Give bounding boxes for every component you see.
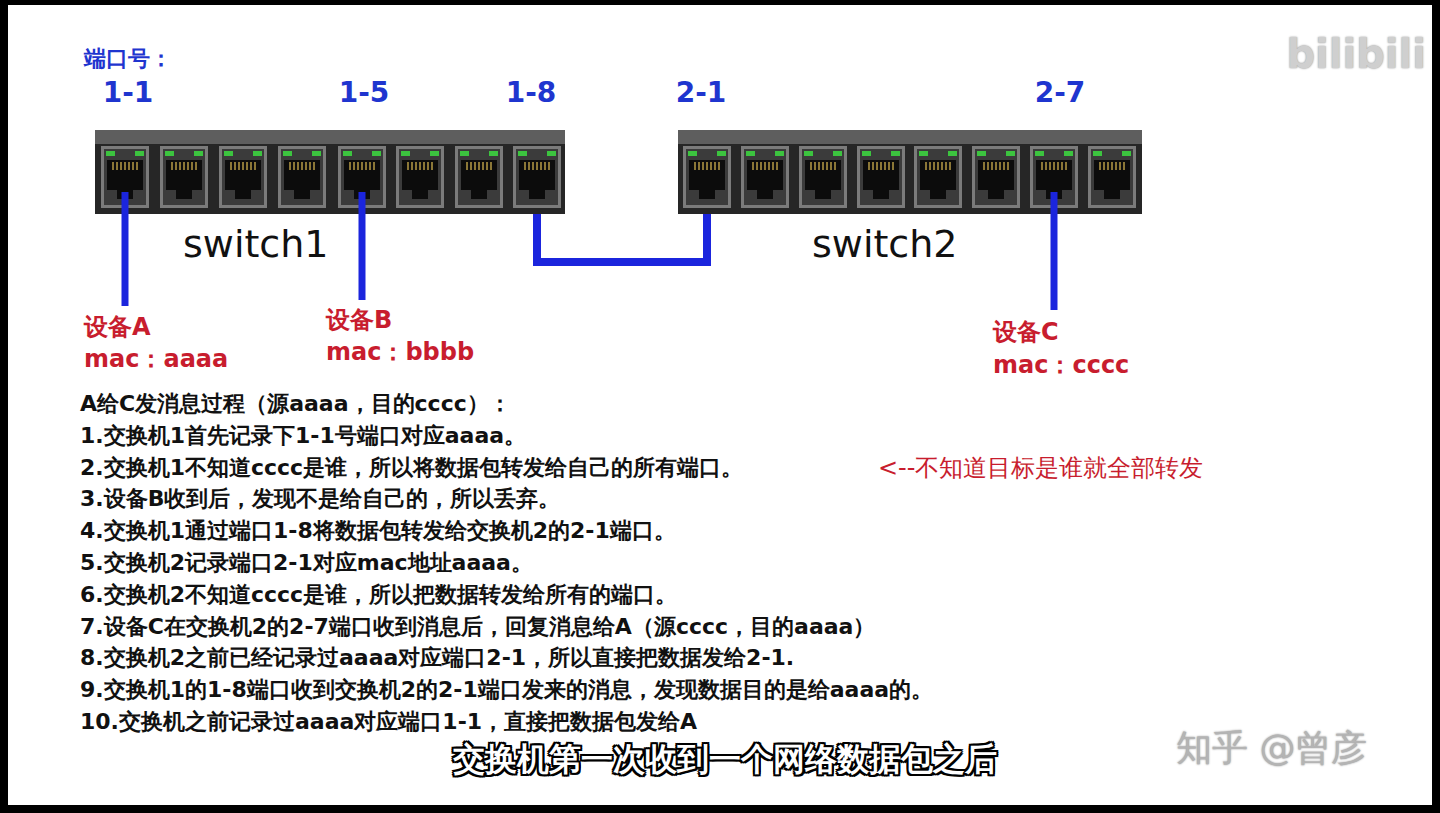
text-anchor: 2-7: [1035, 76, 1086, 110]
rj45-port: [396, 146, 444, 208]
network-cable: [537, 214, 707, 262]
rj45-port: [972, 146, 1020, 208]
text-anchor: mac：cccc: [993, 351, 1129, 380]
step-text: 5.交换机2记录端口2-1对应mac地址aaaa。: [80, 550, 533, 576]
device-name: 设备B: [326, 306, 392, 335]
annotation: <--不知道目标是谁就全部转发: [878, 454, 1203, 483]
text-anchor: 3.设备B收到后，发现不是给自己的，所以丢弃。: [80, 486, 560, 512]
text-anchor: 交换机第一次收到一个网络数据包之后: [453, 740, 997, 778]
text-anchor: 1-8: [506, 76, 557, 110]
text-anchor: bilibili: [1286, 30, 1426, 78]
rj45-port: [741, 146, 789, 208]
device-cables: [125, 192, 1054, 310]
step-text: 7.设备C在交换机2的2-7端口收到消息后，回复消息给A（源cccc，目的aaa…: [80, 614, 875, 640]
step-text: 4.交换机1通过端口1-8将数据包转发给交换机2的2-1端口。: [80, 518, 676, 544]
port-number: 2-7: [1035, 76, 1086, 110]
text-anchor: 7.设备C在交换机2的2-7端口收到消息后，回复消息给A（源cccc，目的aaa…: [80, 614, 875, 640]
rj45-port: [278, 146, 326, 208]
switch-box: switch2: [678, 130, 1142, 214]
step-text: 6.交换机2不知道cccc是谁，所以把数据转发给所有的端口。: [80, 582, 677, 608]
device-name: 设备A: [84, 313, 151, 342]
text-anchor: 1-5: [339, 76, 390, 110]
text-anchor: 知乎 @曾彦: [1176, 726, 1367, 769]
text-anchor: 1-1: [103, 76, 154, 110]
watermark: bilibili: [1286, 30, 1426, 78]
text-anchor: 设备B: [326, 306, 392, 335]
text-anchor: 端口号：: [84, 46, 172, 72]
device-cable: [359, 192, 366, 300]
video-subtitle: 交换机第一次收到一个网络数据包之后: [453, 740, 997, 778]
rj45-port: [513, 146, 561, 208]
switch-illustration: [678, 130, 1142, 214]
step-text: 8.交换机2之前已经记录过aaaa对应端口2-1，所以直接把数据发给2-1.: [80, 645, 794, 671]
rj45-port: [914, 146, 962, 208]
device-cable: [122, 192, 129, 306]
watermark: 知乎 @曾彦: [1176, 726, 1367, 769]
port-number: 1-8: [506, 76, 557, 110]
port-number: 1-5: [339, 76, 390, 110]
mac-address: mac：cccc: [993, 351, 1129, 380]
connector-group: [537, 214, 707, 262]
switch-name: switch1: [183, 222, 329, 268]
step-text: 10.交换机之前记录过aaaa对应端口1-1，直接把数据包发给A: [80, 709, 697, 735]
rj45-port: [857, 146, 905, 208]
step-text: 3.设备B收到后，发现不是给自己的，所以丢弃。: [80, 486, 560, 512]
port-number: 2-1: [676, 76, 727, 110]
text-anchor: 设备A: [84, 313, 151, 342]
switch-name: switch2: [812, 222, 958, 268]
switch-chassis: [678, 130, 1142, 214]
rj45-port: [799, 146, 847, 208]
text-anchor: <--不知道目标是谁就全部转发: [878, 454, 1203, 483]
text-anchor: 2-1: [676, 76, 727, 110]
switch-chassis: [95, 130, 565, 214]
text-anchor: mac：aaaa: [84, 345, 228, 374]
mac-address: mac：aaaa: [84, 345, 228, 374]
rj45-port: [160, 146, 208, 208]
switch-illustration: [95, 130, 565, 214]
switch-box: switch1: [95, 130, 565, 214]
process-heading: A给C发消息过程（源aaaa，目的cccc）：: [80, 391, 511, 417]
text-anchor: 4.交换机1通过端口1-8将数据包转发给交换机2的2-1端口。: [80, 518, 676, 544]
rj45-port: [455, 146, 503, 208]
step-text: 2.交换机1不知道cccc是谁，所以将数据包转发给自己的所有端口。: [80, 455, 743, 481]
text-anchor: 1.交换机1首先记录下1-1号端口对应aaaa。: [80, 423, 526, 449]
text-anchor: 2.交换机1不知道cccc是谁，所以将数据包转发给自己的所有端口。: [80, 455, 743, 481]
text-anchor: switch1: [183, 222, 329, 268]
rj45-port: [219, 146, 267, 208]
mac-address: mac：bbbb: [326, 338, 474, 367]
rj45-port: [683, 146, 731, 208]
device-cable: [1051, 192, 1058, 310]
heading-note: 端口号：: [84, 46, 172, 72]
text-anchor: 10.交换机之前记录过aaaa对应端口1-1，直接把数据包发给A: [80, 709, 697, 735]
text-anchor: mac：bbbb: [326, 338, 474, 367]
text-anchor: 设备C: [993, 318, 1059, 347]
text-anchor: A给C发消息过程（源aaaa，目的cccc）：: [80, 391, 511, 417]
text-anchor: 5.交换机2记录端口2-1对应mac地址aaaa。: [80, 550, 533, 576]
step-text: 9.交换机1的1-8端口收到交换机2的2-1端口发来的消息，发现数据目的是给aa…: [80, 677, 933, 703]
step-text: 1.交换机1首先记录下1-1号端口对应aaaa。: [80, 423, 526, 449]
text-anchor: switch2: [812, 222, 958, 268]
port-number: 1-1: [103, 76, 154, 110]
text-anchor: 6.交换机2不知道cccc是谁，所以把数据转发给所有的端口。: [80, 582, 677, 608]
text-anchor: 9.交换机1的1-8端口收到交换机2的2-1端口发来的消息，发现数据目的是给aa…: [80, 677, 933, 703]
rj45-port: [1088, 146, 1136, 208]
device-name: 设备C: [993, 318, 1059, 347]
text-anchor: 8.交换机2之前已经记录过aaaa对应端口2-1，所以直接把数据发给2-1.: [80, 645, 794, 671]
switch-label-strip: [95, 130, 565, 144]
switch-label-strip: [678, 130, 1142, 144]
